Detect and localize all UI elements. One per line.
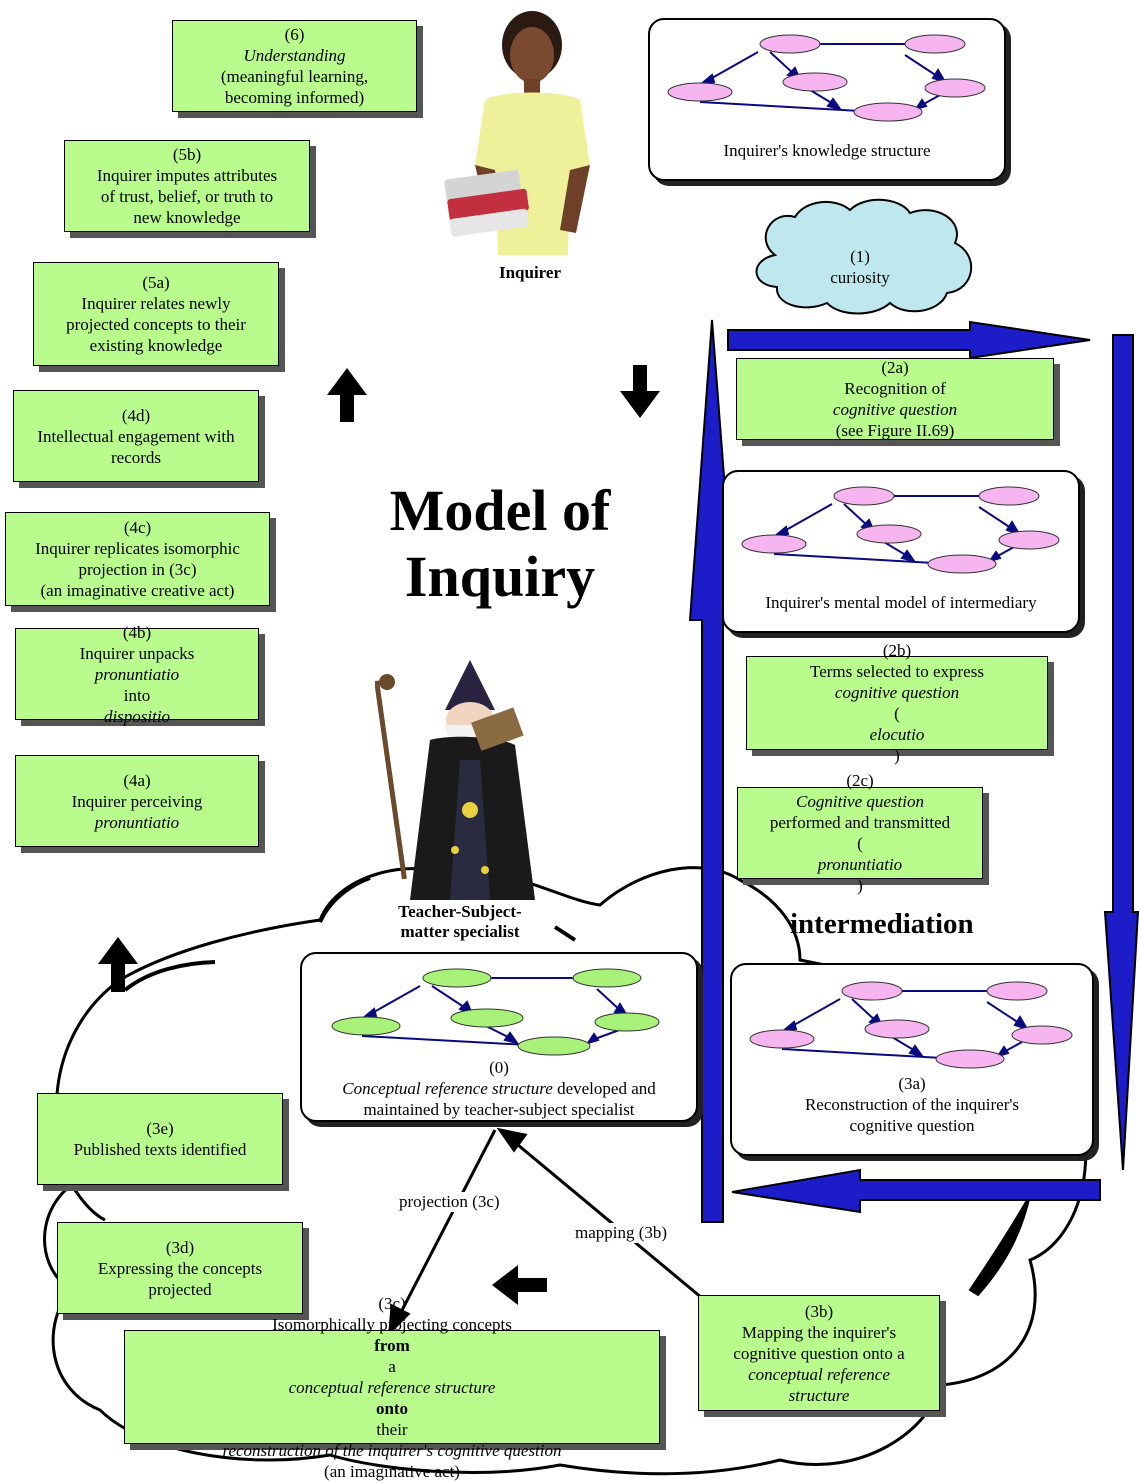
reconstruction-network-graph [749,981,1073,1069]
blue-left-arrow [731,1168,1101,1214]
box-3e-published-texts: (3e) Published texts identified [37,1093,283,1185]
box-5a-relate-concepts: (5a) Inquirer relates newly projected co… [33,262,279,366]
box-3d-expressing: (3d) Expressing the concepts projected [57,1222,303,1314]
person-photo-inquirer [444,11,590,255]
reference-network-graph [331,968,660,1056]
mental-model-box: Inquirer's mental model of intermediary [722,470,1080,633]
box-4c-replicate: (4c) Inquirer replicates isomorphic proj… [5,512,270,606]
box-2c-performed: (2c) Cognitive question performed and tr… [737,771,983,895]
up-arrow-icon [327,368,367,422]
inquirer-caption: Inquirer [498,263,562,282]
reference-structure-caption: (0) Conceptual reference structure devel… [342,1058,656,1119]
blue-down-arrow [1103,334,1139,1171]
up-arrow-icon-lower [98,937,138,992]
box-5b-impute-trust: (5b) Inquirer imputes attributes of trus… [64,140,310,232]
wizard-figure-teacher [375,660,535,900]
reconstruction-caption: (3a) Reconstruction of the inquirer's co… [804,1074,1020,1135]
cloud-curl-bottom-left [73,1189,106,1222]
cloud-curl-mid [553,925,577,942]
cloud-curl-left [123,960,216,992]
cloud-curl-top [318,876,371,923]
box-3b-mapping: (3b) Mapping the inquirer's cognitive qu… [698,1295,940,1411]
curiosity-label: (1) curiosity [830,247,890,287]
mental-model-network-graph [741,486,1060,574]
projection-label: projection (3c) [396,1192,503,1212]
box-2a-recognition: (2a) Recognition of cognitive question (… [736,358,1054,440]
reference-structure-box: (0) Conceptual reference structure devel… [300,952,698,1122]
box-3c-projecting: (3c) Isomorphically projecting concepts … [124,1294,660,1481]
cloud-curl-right [968,1194,1031,1297]
box-6-understanding: (6) Understanding (meaningful learning, … [172,20,417,112]
down-arrow-icon [620,365,660,418]
knowledge-structure-caption: Inquirer's knowledge structure [723,141,931,160]
knowledge-structure-box: Inquirer's knowledge structure [648,18,1006,181]
projection-arrow [388,1129,497,1336]
left-arrow-icon [492,1265,547,1305]
box-2b-terms: (2b) Terms selected to express cognitive… [746,641,1048,765]
teacher-caption: Teacher-Subject- matter specialist [398,902,522,941]
box-4b-unpack: (4b) Inquirer unpacks pronuntiatio into … [15,623,259,726]
mapping-label: mapping (3b) [572,1223,671,1243]
page-title: Model of Inquiry [389,478,611,609]
intermediation-label: intermediation [790,908,974,940]
box-4d-engagement: (4d) Intellectual engagement with record… [13,390,259,482]
knowledge-network-graph [667,34,986,122]
blue-right-arrow [727,320,1091,360]
box-4a-perceive: (4a) Inquirer perceiving pronuntiatio [15,755,259,847]
mapping-arrow [496,1127,703,1300]
curiosity-cloud [755,198,973,315]
mental-model-caption: Inquirer's mental model of intermediary [765,593,1037,612]
reconstruction-box: (3a) Reconstruction of the inquirer's co… [730,963,1094,1156]
